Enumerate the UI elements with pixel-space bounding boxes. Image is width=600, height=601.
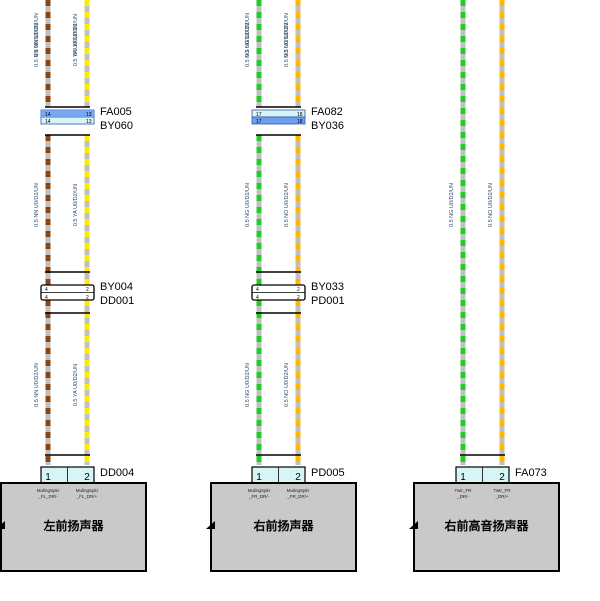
circuit-left-wire-label-left: 0.5 NN U0/D2/UN	[34, 13, 40, 57]
circuit-left-inline1-pin: 13	[86, 112, 92, 118]
circuit-right-signal-label: _DR/+	[495, 494, 509, 499]
circuit-left-connector-pin: 1	[45, 472, 51, 483]
circuit-left-inline1-pin: 14	[45, 112, 51, 118]
circuit-right-connector-pin: 2	[499, 472, 505, 483]
circuit-left-inline1-name-bottom: BY060	[100, 120, 133, 132]
circuit-mid-inline2-pin: 2	[297, 287, 300, 293]
circuit-mid-inline1-pin: 18	[297, 112, 303, 118]
circuit-mid-wire-label-right-top: 0.5 NO U0/D2/UN	[284, 23, 290, 67]
circuit-right-lead-icon	[409, 521, 418, 529]
circuit-mid-signal-label: MulingSpkr	[248, 488, 271, 493]
circuit-mid-connector-pin: 2	[295, 472, 301, 483]
circuit-mid-inline1-name-bottom: BY036	[311, 120, 344, 132]
circuit-left-signal-label: MulingSpkr	[76, 488, 99, 493]
circuit-mid-inline1-pin: 17	[256, 119, 262, 125]
circuit-mid-inline2-name-top: BY033	[311, 281, 344, 293]
circuit-left-inline2-pin: 2	[86, 287, 89, 293]
circuit-mid-lead-icon	[206, 521, 215, 529]
circuit-left-device-name: 左前扬声器	[42, 518, 104, 533]
circuit-mid-device-box	[210, 482, 357, 572]
circuit-mid-inline2-pin: 2	[297, 295, 300, 301]
circuit-mid-inline2-pin: 4	[256, 295, 259, 301]
circuit-left-inline1-name-top: FA005	[100, 106, 132, 118]
circuit-mid-wire-label-right: 0.5 NO U0/D2/UN	[284, 13, 290, 57]
circuit-left-inline2-name-bottom: DD001	[100, 295, 134, 307]
circuit-mid-inline2-pin: 4	[256, 287, 259, 293]
circuit-left-inline2-pin: 4	[45, 295, 48, 301]
circuit-mid-inline1-pin: 17	[256, 112, 262, 118]
circuit-left-wire-label-left-top: 0.5 NN U0/D2/UN	[34, 23, 40, 67]
circuit-right-wire-label-left: 0.5 NG U0/D2/UN	[449, 183, 455, 227]
circuit-left-inline1-pin: 14	[45, 119, 51, 125]
circuit-mid-connector-name: PD005	[311, 467, 345, 479]
circuit-left-inline1-pin: 13	[86, 119, 92, 125]
circuit-right-wire-label-right: 0.5 NO U0/D2/UN	[488, 183, 494, 227]
circuit-mid-signal-label: _FR_DR/-	[248, 494, 270, 499]
circuit-left-signal-label: MulingSpkr	[37, 488, 60, 493]
circuit-left-inline2-name-top: BY004	[100, 281, 133, 293]
circuit-left-wire-label-left: 0.5 NN U0/D2/UN	[34, 183, 40, 227]
circuit-right-signal-label: _DR/-	[456, 494, 469, 499]
circuit-mid-wire-label-left: 0.5 NG U0/D2/UN	[245, 363, 251, 407]
circuit-mid-wire-label-right: 0.5 NO U0/D2/UN	[284, 363, 290, 407]
circuit-left-wire-label-right: 0.5 YA U0/D2/UN	[73, 184, 79, 226]
circuit-mid-wire-label-left: 0.5 NG U0/D2/UN	[245, 13, 251, 57]
circuit-left-signal-label: _FL_DR/+	[76, 494, 98, 499]
circuit-mid-connector-pin: 1	[256, 472, 262, 483]
circuit-mid-wire-label-right: 0.5 NO U0/D2/UN	[284, 183, 290, 227]
circuit-mid-inline1-pin: 18	[297, 119, 303, 125]
circuit-right-connector-pin: 1	[460, 472, 466, 483]
circuit-mid-wire-label-left: 0.5 NG U0/D2/UN	[245, 183, 251, 227]
circuit-right-signal-label: Twtr_FR	[454, 488, 472, 493]
circuit-right-connector-name: FA073	[515, 467, 547, 479]
circuit-left-device-box	[0, 482, 147, 572]
circuit-mid-device-name: 右前扬声器	[252, 518, 314, 533]
circuit-left-inline2-pin: 2	[86, 295, 89, 301]
circuit-mid-inline1-name-top: FA082	[311, 106, 343, 118]
circuit-right-signal-label: Twtr_FR	[493, 488, 511, 493]
circuit-mid-inline1-row-bottom	[251, 116, 306, 125]
circuit-left-wire-label-right-top: 0.5 YA U0/D2/UN	[73, 24, 79, 66]
circuit-mid-signal-label: _FR_DR/+	[286, 494, 309, 499]
circuit-mid-inline2-name-bottom: PD001	[311, 295, 345, 307]
circuit-mid-signal-label: MulingSpkr	[287, 488, 310, 493]
circuit-right-device-name: 右前高音扬声器	[443, 518, 529, 533]
circuit-left-inline1-highlight	[41, 110, 94, 117]
circuit-left-lead-icon	[0, 521, 5, 529]
circuit-left-wire-label-left: 0.5 NN U0/D2/UN	[34, 363, 40, 407]
circuit-left-signal-label: _FL_DR/-	[37, 494, 58, 499]
circuit-left-inline2-pin: 4	[45, 287, 48, 293]
circuit-left-connector-name: DD004	[100, 467, 134, 479]
circuit-left-connector-pin: 2	[84, 472, 90, 483]
circuit-left-wire-label-right: 0.5 YA U0/D2/UN	[73, 14, 79, 56]
circuit-left-wire-label-right: 0.5 YA U0/D2/UN	[73, 364, 79, 406]
circuit-mid-wire-label-left-top: 0.5 NG U0/D2/UN	[245, 23, 251, 67]
circuit-right-device-box	[413, 482, 560, 572]
